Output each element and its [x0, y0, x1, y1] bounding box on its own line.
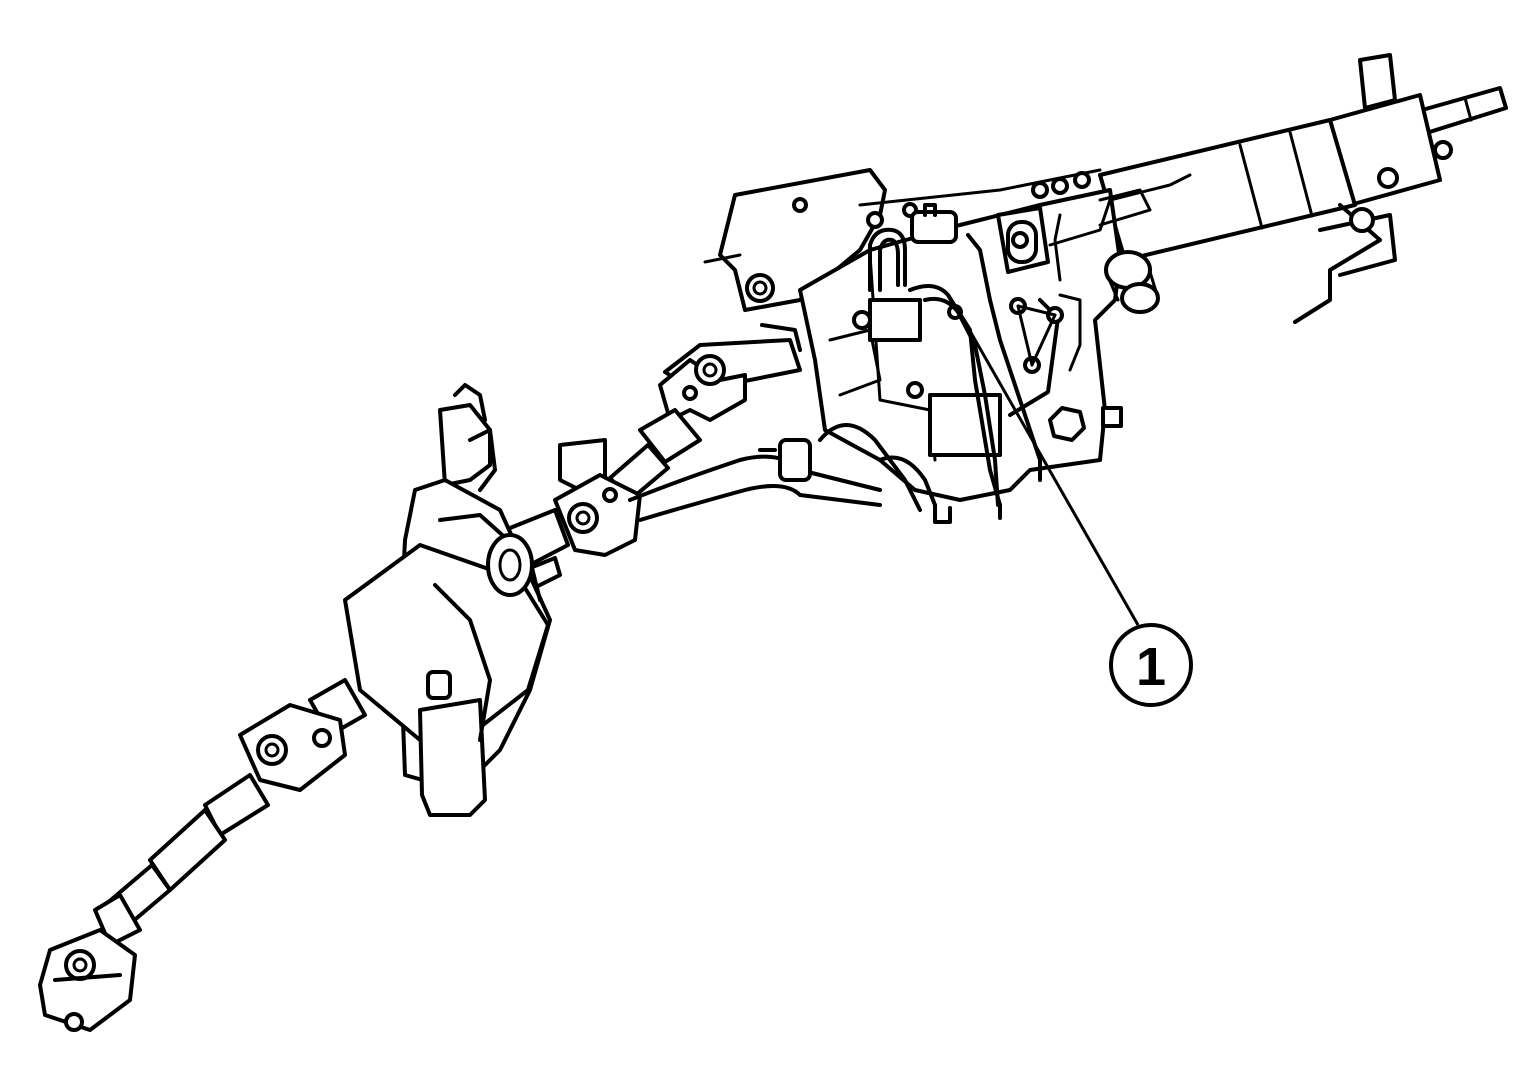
lower-shaft: [93, 678, 367, 947]
callout-1-leader: [956, 309, 1140, 626]
wire-harness: [818, 203, 1042, 524]
middle-universal-joint: [503, 438, 882, 592]
bottom-universal-joint: [38, 928, 137, 1032]
callout-1-circle: [1109, 623, 1193, 707]
intermediate-shaft-upper-joint: [608, 323, 802, 502]
dash-seal-boot: [343, 383, 552, 817]
callout-1-label: 1: [1136, 637, 1166, 697]
callout-1: 1: [956, 309, 1193, 707]
